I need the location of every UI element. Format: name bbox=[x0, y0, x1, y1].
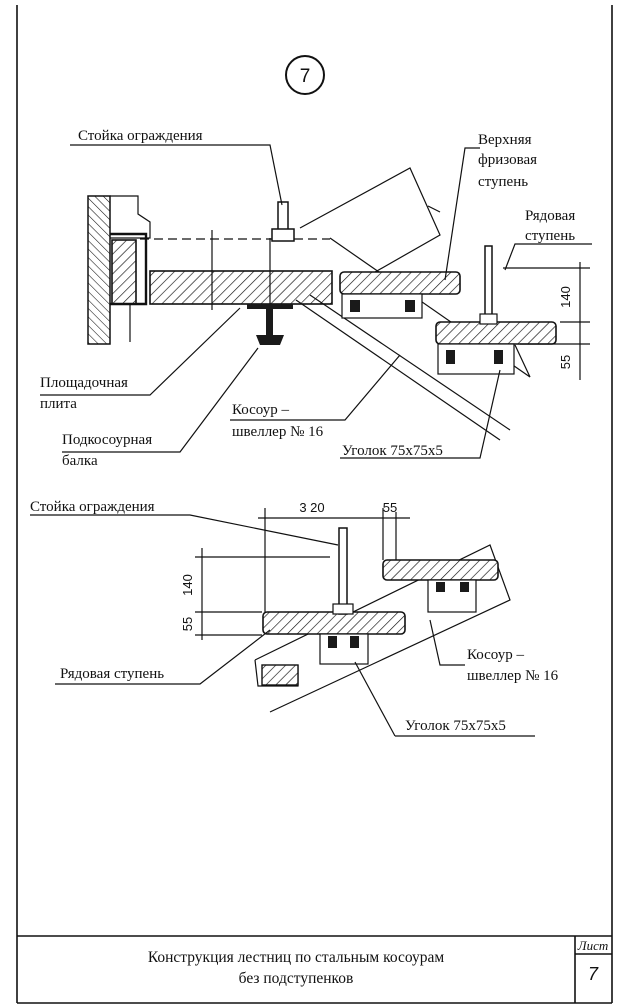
step-lower-upper bbox=[382, 559, 499, 581]
label-angle-lower: Уголок 75х75х5 bbox=[405, 718, 506, 734]
label-top-frieze-step-3: ступень bbox=[478, 174, 528, 190]
sheet-label: Лист bbox=[577, 938, 608, 953]
dim-55-upper: 55 bbox=[558, 355, 573, 369]
label-ordinary-step-lower: Рядовая ступень bbox=[60, 666, 164, 682]
label-landing-slab-2: плита bbox=[40, 396, 77, 412]
dim-55-top: 55 bbox=[383, 500, 397, 515]
dimension-lower-left: 140 55 bbox=[180, 548, 330, 640]
top-frieze-step bbox=[339, 271, 461, 295]
lower-detail: 3 20 55 140 55 Стойка ограждения Рядовая… bbox=[30, 499, 559, 737]
leaders-upper bbox=[40, 144, 592, 459]
detail-number: 7 bbox=[300, 66, 311, 87]
title-line-2: без подступенков bbox=[239, 970, 354, 987]
sheet-frame bbox=[16, 5, 613, 1004]
label-ordinary-step-upper-2: ступень bbox=[525, 228, 575, 244]
label-top-frieze-step-2: фризовая bbox=[478, 152, 537, 168]
stringer-lower bbox=[254, 544, 511, 713]
angle-upper-2 bbox=[437, 343, 515, 375]
ordinary-step-lower bbox=[262, 611, 406, 635]
upper-detail: 140 55 Стойка ограждения Верхняя фризова… bbox=[40, 128, 592, 469]
label-stringer-beam-2: балка bbox=[62, 453, 98, 469]
label-top-frieze-step-1: Верхняя bbox=[478, 132, 532, 148]
sheet-number: 7 bbox=[588, 964, 599, 984]
dim-320: 3 20 bbox=[299, 500, 324, 515]
dim-140-upper: 140 bbox=[558, 286, 573, 308]
leaders-lower bbox=[30, 514, 535, 737]
railing-post-step bbox=[479, 245, 498, 325]
label-stringer-lower-1: Косоур – bbox=[467, 647, 524, 663]
label-railing-post-upper: Стойка ограждения bbox=[78, 128, 203, 144]
dimension-upper: 140 55 bbox=[503, 262, 590, 380]
label-ordinary-step-upper-1: Рядовая bbox=[525, 208, 575, 224]
title-block: Конструкция лестниц по стальным косоурам… bbox=[148, 936, 612, 1003]
label-angle-upper: Уголок 75х75х5 bbox=[342, 443, 443, 459]
label-stringer-lower-2: швеллер № 16 bbox=[467, 668, 559, 684]
angle-upper-1 bbox=[341, 293, 423, 319]
angle-lower-1 bbox=[427, 579, 477, 613]
dim-140-lower: 140 bbox=[180, 574, 195, 596]
wall bbox=[87, 195, 151, 345]
railing-post-lower bbox=[332, 527, 354, 615]
ordinary-step-upper bbox=[435, 321, 557, 345]
detail-marker: 7 bbox=[285, 55, 325, 95]
label-stringer-upper-1: Косоур – bbox=[232, 402, 289, 418]
landing-slab bbox=[149, 270, 333, 305]
label-stringer-beam-1: Подкосоурная bbox=[62, 432, 152, 448]
title-line-1: Конструкция лестниц по стальным косоурам bbox=[148, 949, 445, 966]
angle-lower-2 bbox=[319, 633, 369, 665]
label-stringer-upper-2: швеллер № 16 bbox=[232, 424, 324, 440]
dim-55-lower: 55 bbox=[180, 617, 195, 631]
railing-post-upper bbox=[269, 201, 295, 304]
stringer-beam bbox=[247, 304, 293, 345]
label-landing-slab-1: Площадочная bbox=[40, 375, 128, 391]
dimension-lower-top: 3 20 55 bbox=[258, 500, 410, 612]
label-railing-post-lower: Стойка ограждения bbox=[30, 499, 155, 515]
